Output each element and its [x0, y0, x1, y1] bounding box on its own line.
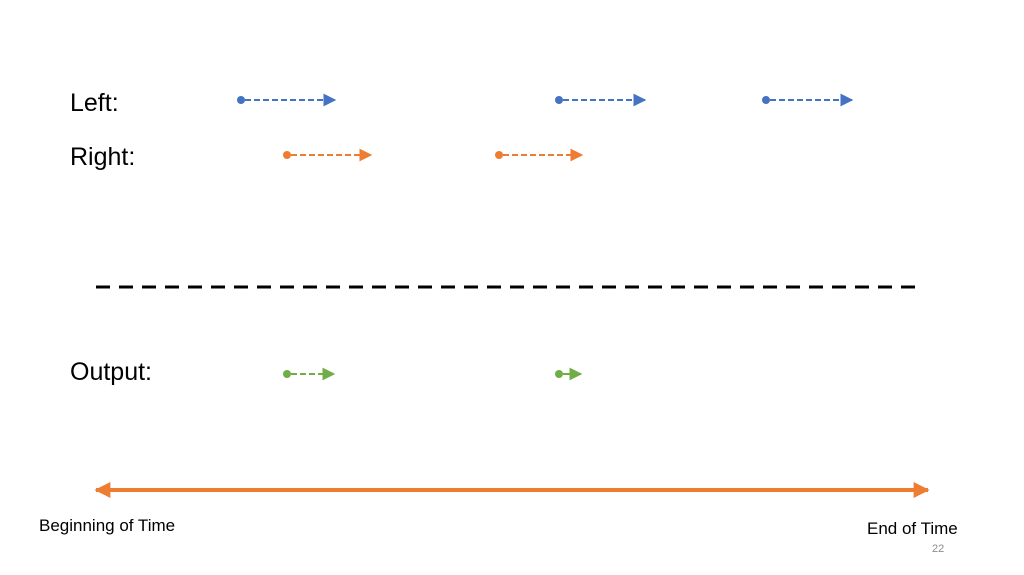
end-of-time-label: End of Time: [867, 519, 958, 538]
output-interval: [555, 367, 583, 381]
left-interval: [555, 93, 647, 107]
right-interval: [283, 148, 373, 162]
beginning-of-time-label: Beginning of Time: [39, 516, 176, 535]
output-label: Output:: [70, 358, 152, 386]
left-label: Left:: [70, 89, 119, 117]
right-interval: [495, 148, 584, 162]
left-interval: [237, 93, 337, 107]
output-interval: [283, 367, 336, 381]
left-interval: [762, 93, 854, 107]
right-label: Right:: [70, 143, 136, 171]
page-number: 22: [932, 543, 945, 555]
